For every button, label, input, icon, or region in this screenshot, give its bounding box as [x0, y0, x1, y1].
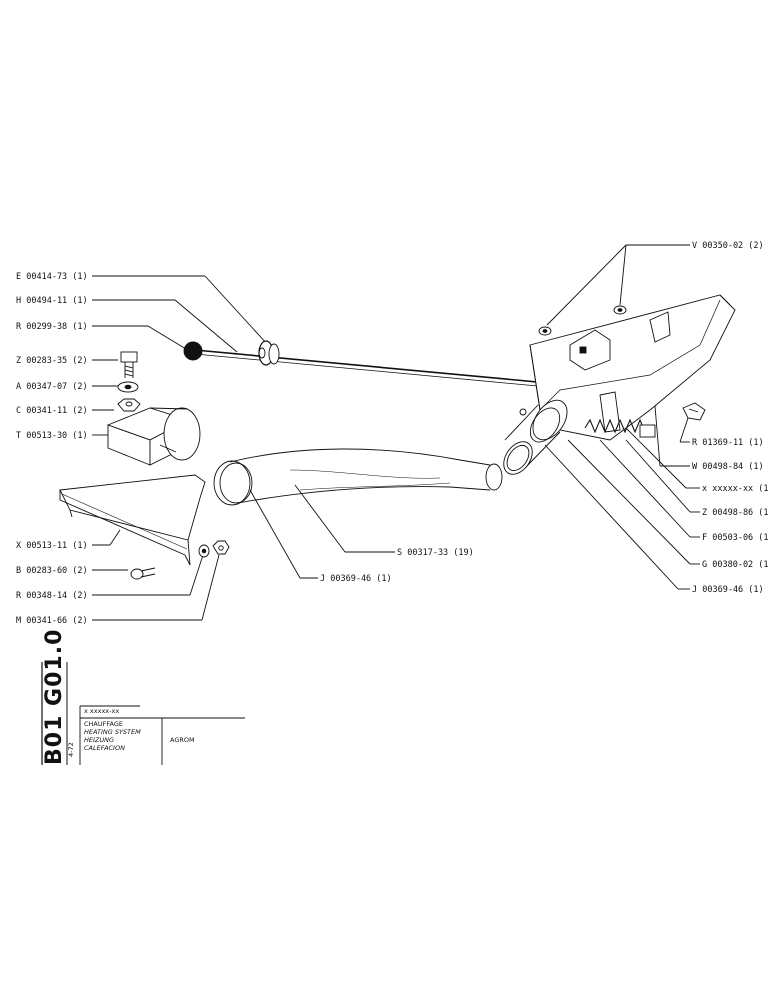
label-x: X 00513-11 (1)	[16, 541, 88, 551]
label-e: E 00414-73 (1)	[16, 272, 88, 282]
label-g: G 00380-02 (1	[702, 560, 769, 570]
label-z2: Z 00498-86 (1	[702, 508, 769, 518]
section-code: B01 G01.0	[42, 628, 67, 765]
label-m: M 00341-66 (2)	[16, 616, 88, 626]
label-s: S 00317-33 (19)	[397, 548, 474, 558]
label-c: C 00341-11 (2)	[16, 406, 88, 416]
label-v: V 00350-02 (2)	[692, 241, 764, 251]
label-j1: J 00369-46 (1)	[320, 574, 392, 584]
model-name: AGROM	[170, 736, 195, 744]
title-de: HEIZUNG	[84, 736, 115, 744]
label-r3: R 01369-11 (1)	[692, 438, 764, 448]
label-w: W 00498-84 (1)	[692, 462, 764, 472]
label-t: T 00513-30 (1)	[16, 431, 88, 441]
label-b: B 00283-60 (2)	[16, 566, 88, 576]
date-code: 4-72	[67, 742, 75, 757]
title-en: HEATING SYSTEM	[84, 728, 141, 736]
title-fr: CHAUFFAGE	[84, 720, 123, 728]
label-k: x xxxxx-xx (1	[702, 484, 769, 494]
label-a: A 00347-07 (2)	[16, 382, 88, 392]
label-z1: Z 00283-35 (2)	[16, 356, 88, 366]
label-j2: J 00369-46 (1)	[692, 585, 764, 595]
title-es: CALEFACION	[84, 744, 125, 752]
label-r2: R 00348-14 (2)	[16, 591, 88, 601]
label-h: H 00494-11 (1)	[16, 296, 88, 306]
label-f: F 00503-06 (1	[702, 533, 769, 543]
label-r1: R 00299-38 (1)	[16, 322, 88, 332]
ref-code: x xxxxx-xx	[84, 707, 120, 715]
